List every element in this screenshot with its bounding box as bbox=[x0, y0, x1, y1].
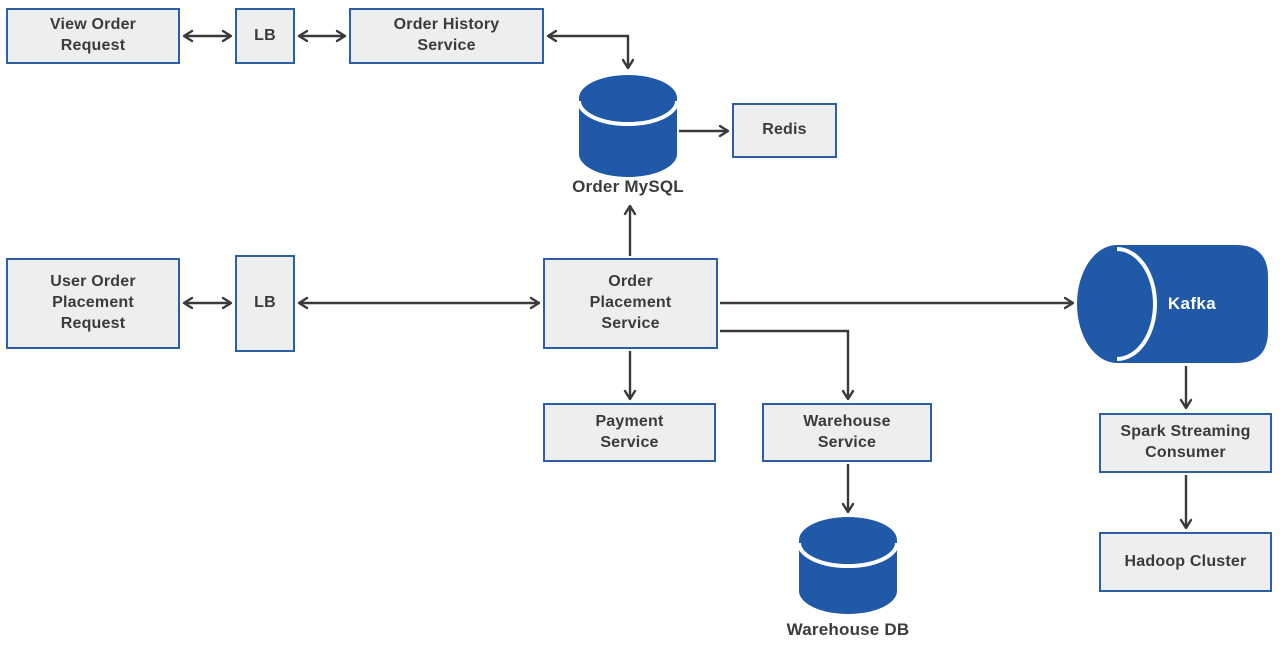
node-hadoop-cluster: Hadoop Cluster bbox=[1099, 532, 1272, 592]
node-order-placement-service: Order Placement Service bbox=[543, 258, 718, 349]
node-redis: Redis bbox=[732, 103, 837, 158]
warehouse-db-cylinder-icon bbox=[797, 517, 899, 614]
node-order-history-service: Order History Service bbox=[349, 8, 544, 64]
order-mysql-cylinder-icon bbox=[577, 75, 679, 177]
warehouse-db-label: Warehouse DB bbox=[786, 620, 910, 639]
node-user-order-placement-request: User Order Placement Request bbox=[6, 258, 180, 349]
node-lb-middle: LB bbox=[235, 255, 295, 352]
node-warehouse-service: Warehouse Service bbox=[762, 403, 932, 462]
node-spark-streaming-consumer: Spark Streaming Consumer bbox=[1099, 413, 1272, 473]
kafka-cylinder-icon bbox=[1077, 245, 1268, 363]
node-view-order-request: View Order Request bbox=[6, 8, 180, 64]
order-mysql-label: Order MySQL bbox=[572, 177, 684, 196]
kafka-label: Kafka bbox=[1167, 294, 1217, 313]
node-payment-service: Payment Service bbox=[543, 403, 716, 462]
edge-order-history-service-order-mysql bbox=[546, 29, 635, 70]
edge-order-placement-service-warehouse-service bbox=[720, 329, 855, 401]
node-lb-top: LB bbox=[235, 8, 295, 64]
